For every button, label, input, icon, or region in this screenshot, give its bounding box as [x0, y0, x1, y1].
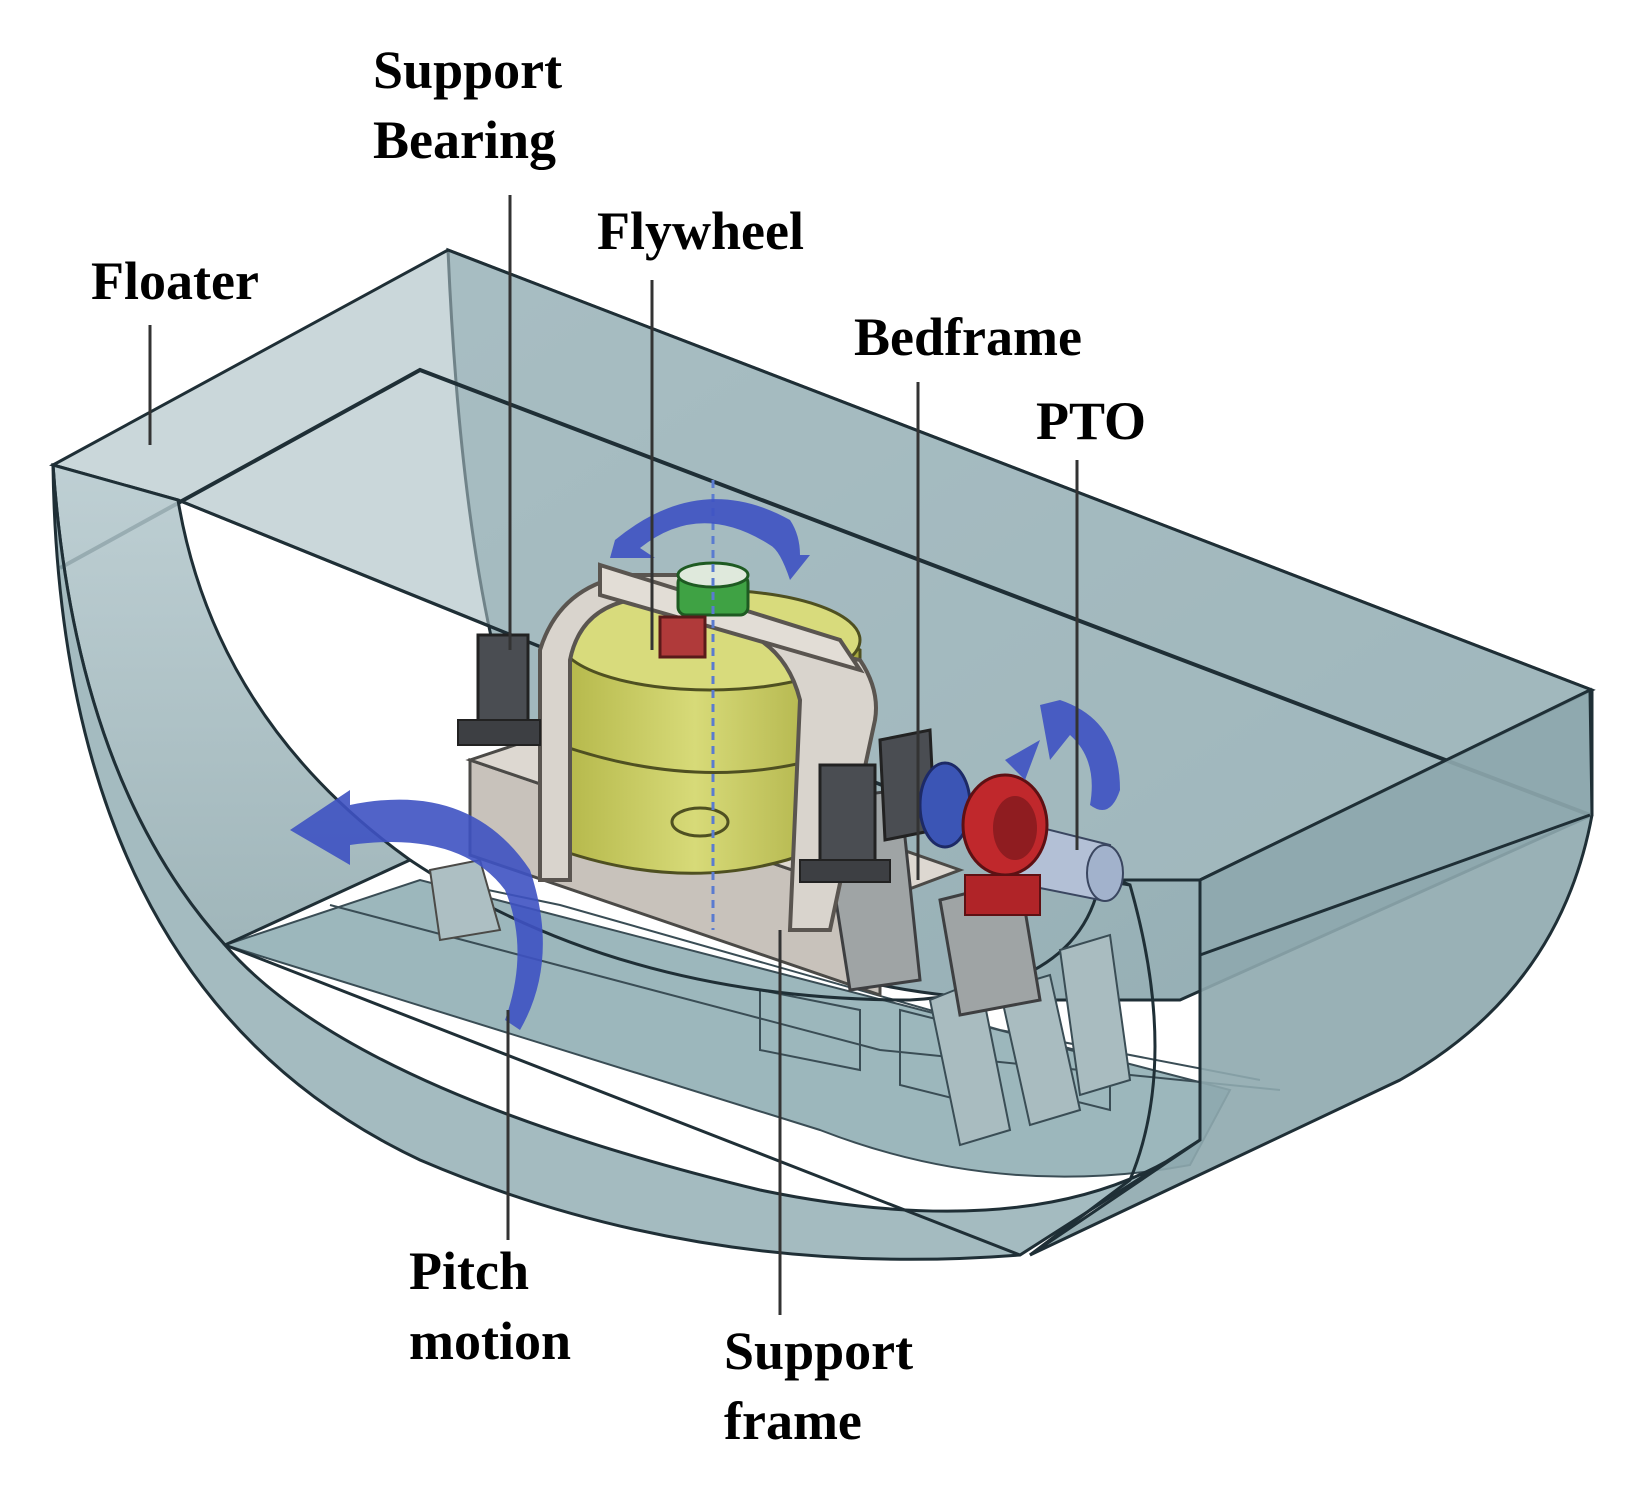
- flywheel: [558, 588, 862, 875]
- support-bearing-right-base: [799, 859, 891, 883]
- floater-right-end: [1029, 687, 1594, 1257]
- bedframe-rib-3: [1058, 933, 1132, 1097]
- label-support-bearing-line-2: Bearing: [373, 110, 556, 170]
- label-support-bearing-line-1: Support: [373, 40, 563, 100]
- motion-arrows: [290, 499, 1120, 1030]
- support-bearing-right: [818, 763, 877, 867]
- label-support-bearing: Support Bearing: [373, 35, 562, 175]
- gimbal-arch-right: [758, 638, 878, 932]
- label-bedframe: Bedframe: [854, 302, 1082, 372]
- pto-rotation-arrow-tail: [1005, 740, 1040, 780]
- pitch-motion-arrow: [290, 790, 543, 1030]
- support-bearing-left-base: [457, 719, 541, 746]
- flywheel-spin-arrow: [610, 499, 810, 580]
- support-bearings: [457, 633, 937, 883]
- label-pto: PTO: [1036, 386, 1146, 456]
- label-pitch-motion-line-1: Pitch: [409, 1241, 529, 1301]
- label-floater-text: Floater: [91, 251, 259, 311]
- flywheel-spindle: [658, 480, 750, 930]
- support-frame-leg-left: [428, 858, 502, 942]
- gimbal-frame: [538, 562, 878, 932]
- spindle-collar-top: [676, 561, 750, 589]
- floater-bottom-keel-line: [224, 943, 1021, 1257]
- pto-assembly: [918, 761, 1124, 916]
- leader-lines: [148, 195, 1079, 1315]
- floater-front-shell: [51, 464, 1201, 1261]
- label-flywheel: Flywheel: [597, 196, 804, 266]
- flywheel-hub: [670, 806, 730, 838]
- pto-shaft-end: [1086, 844, 1124, 902]
- spindle-clamp: [658, 615, 707, 659]
- gimbal-crossbar: [598, 562, 865, 674]
- label-pitch-motion-line-2: motion: [409, 1311, 571, 1371]
- pto-housing-face: [993, 796, 1037, 860]
- label-support-frame-line-1: Support: [724, 1321, 914, 1381]
- floater-right-end-line: [1199, 813, 1591, 957]
- label-floater: Floater: [91, 246, 259, 316]
- support-bearing-left: [476, 633, 530, 737]
- label-flywheel-text: Flywheel: [597, 201, 804, 261]
- pto-mount: [964, 874, 1041, 916]
- pto-rotation-arrow: [1040, 700, 1120, 810]
- label-pitch-motion: Pitch motion: [409, 1236, 571, 1376]
- label-support-frame-line-2: frame: [724, 1391, 862, 1451]
- label-support-frame: Support frame: [724, 1316, 913, 1456]
- label-bedframe-text: Bedframe: [854, 307, 1082, 367]
- label-pto-text: PTO: [1036, 391, 1147, 451]
